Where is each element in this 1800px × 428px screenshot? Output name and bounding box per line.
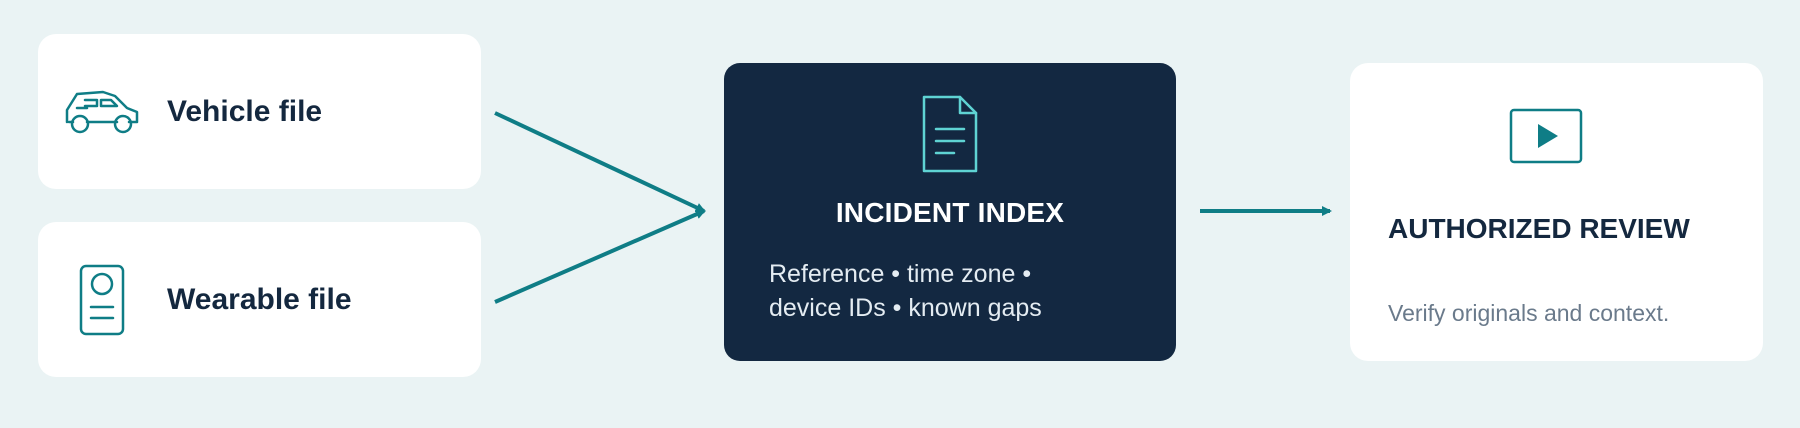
vehicle-file-card: Vehicle file	[38, 34, 481, 189]
arrow-wearable-to-index	[494, 209, 706, 304]
authorized-review-card: AUTHORIZED REVIEW Verify originals and c…	[1350, 63, 1763, 361]
authorized-review-title: AUTHORIZED REVIEW	[1388, 213, 1690, 244]
video-play-icon	[1508, 107, 1584, 167]
incident-index-description-line-2: device IDs • known gaps	[769, 294, 1042, 322]
document-icon	[914, 93, 986, 175]
incident-index-title: INCIDENT INDEX	[835, 197, 1065, 228]
incident-index-card: INCIDENT INDEX Reference • time zone • d…	[724, 63, 1176, 361]
authorized-review-description: Verify originals and context.	[1388, 300, 1670, 326]
vehicle-file-label: Vehicle file	[167, 94, 323, 128]
wearable-file-label: Wearable file	[167, 282, 352, 316]
car-icon	[62, 72, 142, 152]
wearable-file-card: Wearable file	[38, 222, 481, 377]
body-camera-icon	[62, 260, 142, 340]
arrow-vehicle-to-index	[494, 111, 706, 213]
incident-index-description-line-1: Reference • time zone •	[769, 260, 1032, 288]
